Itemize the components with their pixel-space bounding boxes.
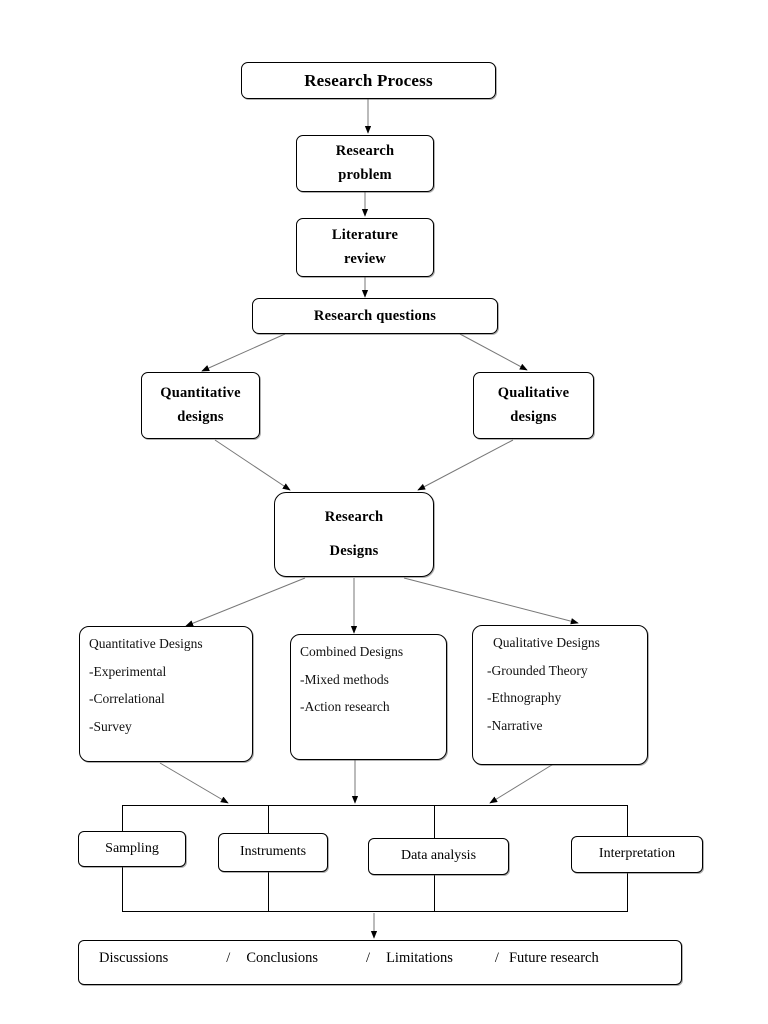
- quantitative-list-heading: Quantitative Designs: [89, 636, 203, 651]
- node-research-designs[interactable]: Research Designs: [274, 492, 434, 577]
- node-qualitative-designs-line1: Qualitative: [497, 385, 570, 402]
- node-instruments[interactable]: Instruments: [218, 833, 328, 872]
- node-quantitative-designs-line2: designs: [177, 409, 224, 425]
- outcome-separator-2: /: [366, 950, 371, 966]
- node-qualitative-designs-line2: designs: [510, 409, 557, 425]
- outcome-future-research: Future research: [508, 950, 599, 966]
- node-research-problem-line2: problem: [338, 167, 392, 183]
- outcome-conclusions: Conclusions: [246, 950, 319, 966]
- node-literature-review-line1: Literature: [331, 227, 399, 244]
- node-data-analysis-label: Data analysis: [400, 848, 477, 864]
- node-research-designs-line2: Designs: [329, 543, 379, 560]
- outcome-discussions: Discussions: [99, 950, 169, 966]
- node-sampling[interactable]: Sampling: [78, 831, 186, 867]
- node-literature-review[interactable]: Literature review: [296, 218, 434, 277]
- outcome-separator-3: /: [494, 950, 499, 966]
- node-instruments-label: Instruments: [239, 844, 307, 860]
- arrow-quantitative-to-designs: [214, 439, 291, 491]
- node-sampling-label: Sampling: [105, 840, 159, 856]
- quantitative-list-item-2: -Correlational: [89, 691, 165, 707]
- arrow-qualitative-list-to-grid: [489, 762, 556, 804]
- qualitative-list-heading: Qualitative Designs: [493, 635, 600, 650]
- node-quantitative-designs-line1: Quantitative: [160, 385, 241, 402]
- node-data-analysis[interactable]: Data analysis: [368, 838, 509, 875]
- node-interpretation-label: Interpretation: [598, 846, 676, 862]
- outcome-separator-1: /: [226, 950, 231, 966]
- node-literature-review-line2: review: [344, 251, 386, 267]
- node-interpretation[interactable]: Interpretation: [571, 836, 703, 873]
- quantitative-list-item-3: -Survey: [89, 718, 132, 734]
- node-research-questions-label: Research questions: [313, 307, 437, 324]
- node-qualitative-designs[interactable]: Qualitative designs: [473, 372, 594, 439]
- node-combined-designs-list[interactable]: Combined Designs -Mixed methods -Action …: [290, 634, 447, 760]
- node-quantitative-designs[interactable]: Quantitative designs: [141, 372, 260, 439]
- combined-list-item-1: -Mixed methods: [300, 671, 389, 687]
- node-research-process-label: Research Process: [304, 70, 433, 90]
- node-qualitative-designs-list[interactable]: Qualitative Designs -Grounded Theory -Et…: [472, 625, 648, 765]
- outcome-limitations: Limitations: [386, 950, 453, 966]
- arrow-qualitative-to-designs: [417, 439, 514, 491]
- node-outcomes-bar[interactable]: Discussions / Conclusions / Limitations …: [78, 940, 682, 985]
- combined-list-heading: Combined Designs: [300, 644, 404, 659]
- node-research-problem[interactable]: Research problem: [296, 135, 434, 192]
- qualitative-list-item-2: -Ethnography: [487, 690, 562, 706]
- node-research-process[interactable]: Research Process: [241, 62, 496, 99]
- arrow-questions-to-qualitative: [459, 333, 528, 371]
- arrow-designs-to-quantitative-list: [185, 577, 306, 627]
- node-research-designs-line1: Research: [324, 509, 384, 526]
- arrow-questions-to-quantitative: [201, 333, 286, 372]
- arrow-designs-to-qualitative-list: [403, 577, 579, 625]
- qualitative-list-item-3: -Narrative: [487, 717, 543, 733]
- arrow-quantitative-list-to-grid: [159, 762, 229, 804]
- outcomes-row: Discussions / Conclusions / Limitations …: [99, 950, 599, 967]
- qualitative-list-item-1: -Grounded Theory: [487, 662, 588, 678]
- combined-list-item-2: -Action research: [300, 699, 390, 715]
- node-research-problem-line1: Research: [335, 143, 395, 160]
- node-research-questions[interactable]: Research questions: [252, 298, 498, 334]
- node-quantitative-designs-list[interactable]: Quantitative Designs -Experimental -Corr…: [79, 626, 253, 762]
- quantitative-list-item-1: -Experimental: [89, 663, 167, 679]
